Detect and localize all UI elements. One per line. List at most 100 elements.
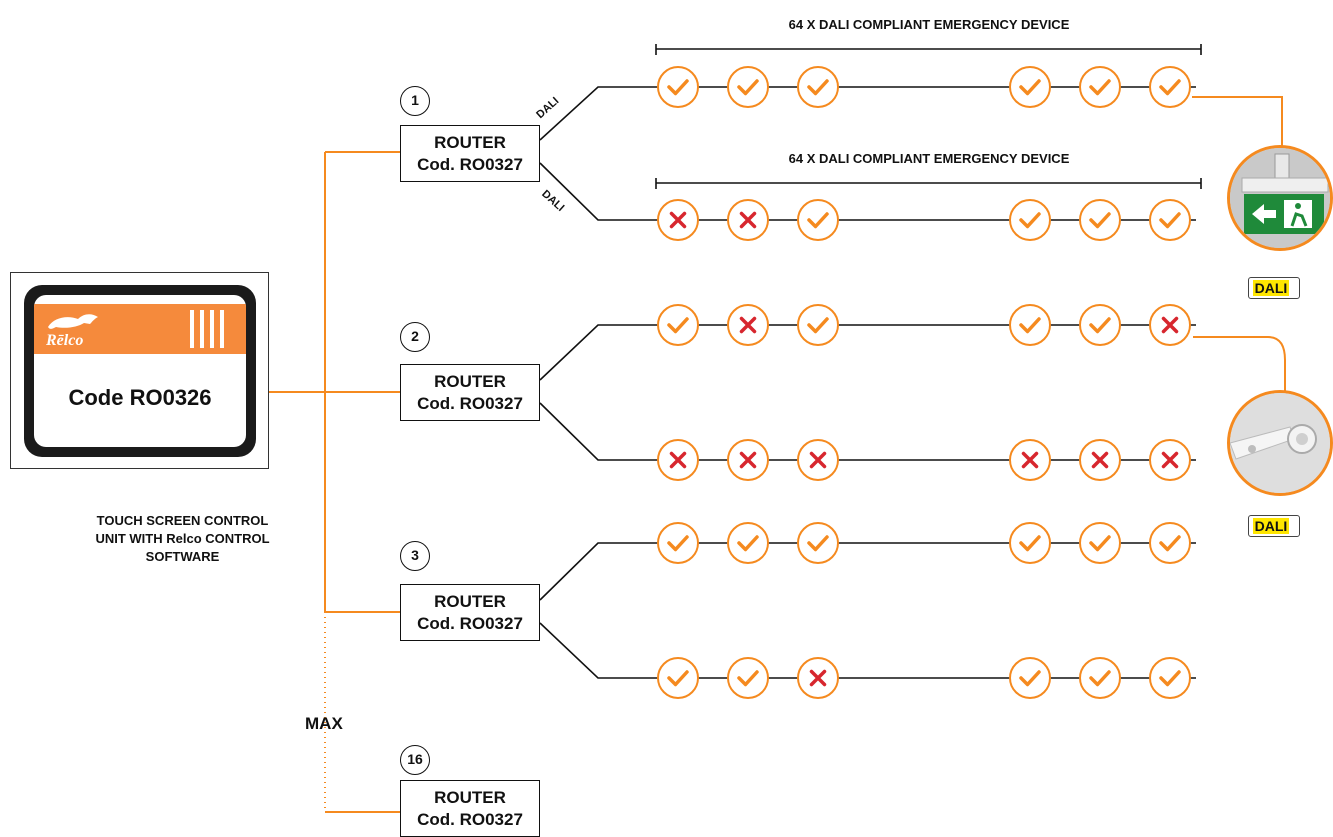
router-box-1: ROUTER Cod. RO0327 [400, 125, 540, 182]
router-code: Cod. RO0327 [401, 154, 539, 176]
device-ok [1079, 304, 1121, 346]
device-fail [1009, 439, 1051, 481]
check-icon [1011, 201, 1049, 239]
check-icon [1151, 201, 1189, 239]
bracket-label-top: 64 X DALI COMPLIANT EMERGENCY DEVICE [656, 17, 1202, 32]
check-icon [1081, 201, 1119, 239]
check-icon [1081, 524, 1119, 562]
device-fail [727, 199, 769, 241]
brand-stripes [190, 310, 238, 348]
device-ok [1079, 522, 1121, 564]
router-box-3: ROUTER Cod. RO0327 [400, 584, 540, 641]
device-fail [797, 439, 839, 481]
control-unit-display: Rēlco Code RO0326 [34, 295, 246, 447]
device-ok [1009, 657, 1051, 699]
cross-icon [799, 441, 837, 479]
device-ok [1149, 522, 1191, 564]
check-icon [799, 201, 837, 239]
device-ok [1079, 66, 1121, 108]
device-fail [1149, 439, 1191, 481]
check-icon [799, 524, 837, 562]
check-icon [1081, 306, 1119, 344]
check-icon [729, 524, 767, 562]
cross-icon [799, 659, 837, 697]
device-ok [657, 657, 699, 699]
device-ok [797, 199, 839, 241]
device-ok [1009, 66, 1051, 108]
emergency-spotlight-photo [1227, 390, 1333, 496]
device-ok [727, 657, 769, 699]
check-icon [1081, 659, 1119, 697]
device-ok [727, 66, 769, 108]
dali-badge-1: DALI [1248, 277, 1300, 299]
check-icon [659, 68, 697, 106]
router-title: ROUTER [401, 371, 539, 393]
device-ok [657, 304, 699, 346]
cross-icon [659, 201, 697, 239]
check-icon [1151, 68, 1189, 106]
device-ok [797, 522, 839, 564]
check-icon [659, 659, 697, 697]
exit-sign-photo [1227, 145, 1333, 251]
bracket-bottom [656, 178, 1201, 189]
router-number-2: 2 [400, 322, 430, 352]
router-title: ROUTER [401, 787, 539, 809]
device-fail [1149, 304, 1191, 346]
touch-screen-control-unit: Rēlco Code RO0326 [10, 272, 269, 469]
check-icon [659, 306, 697, 344]
max-label: MAX [305, 714, 343, 734]
device-ok [727, 522, 769, 564]
check-icon [1151, 659, 1189, 697]
router-title: ROUTER [401, 591, 539, 613]
device-ok [1009, 304, 1051, 346]
device-ok [797, 304, 839, 346]
control-unit-caption: TOUCH SCREEN CONTROL UNIT WITH Relco CON… [95, 512, 270, 566]
check-icon [1011, 306, 1049, 344]
device-fail [657, 439, 699, 481]
dali-badge-2: DALI [1248, 515, 1300, 537]
device-ok [1079, 657, 1121, 699]
check-icon [799, 68, 837, 106]
device-ok [1079, 199, 1121, 241]
photo-connector-2 [1193, 337, 1285, 392]
router-number-1: 1 [400, 86, 430, 116]
bracket-label-bottom: 64 X DALI COMPLIANT EMERGENCY DEVICE [656, 151, 1202, 166]
router-code: Cod. RO0327 [401, 393, 539, 415]
device-fail [727, 304, 769, 346]
photo-connector-1 [1192, 97, 1282, 148]
cross-icon [1011, 441, 1049, 479]
router-number-3: 3 [400, 541, 430, 571]
cross-icon [729, 441, 767, 479]
check-icon [1151, 524, 1189, 562]
cross-icon [729, 201, 767, 239]
device-ok [797, 66, 839, 108]
check-icon [1081, 68, 1119, 106]
check-icon [1011, 659, 1049, 697]
svg-text:Rēlco: Rēlco [45, 332, 83, 349]
exit-sign-icon [1230, 148, 1330, 248]
device-ok [1149, 199, 1191, 241]
brand-bar: Rēlco [34, 304, 246, 354]
router-title: ROUTER [401, 132, 539, 154]
router-number-16: 16 [400, 745, 430, 775]
check-icon [729, 659, 767, 697]
device-ok [1149, 657, 1191, 699]
bracket-top [656, 44, 1201, 55]
router-code: Cod. RO0327 [401, 809, 539, 831]
spotlight-icon [1230, 393, 1330, 493]
device-fail [797, 657, 839, 699]
device-ok [1009, 199, 1051, 241]
device-fail [727, 439, 769, 481]
device-fail [657, 199, 699, 241]
dali-badge-text: DALI [1253, 280, 1289, 296]
dali-badge-text: DALI [1253, 518, 1289, 534]
check-icon [799, 306, 837, 344]
router-code: Cod. RO0327 [401, 613, 539, 635]
check-icon [659, 524, 697, 562]
device-ok [657, 66, 699, 108]
control-unit-screen: Rēlco Code RO0326 [24, 285, 256, 457]
device-ok [1149, 66, 1191, 108]
device-ok [657, 522, 699, 564]
cross-icon [729, 306, 767, 344]
